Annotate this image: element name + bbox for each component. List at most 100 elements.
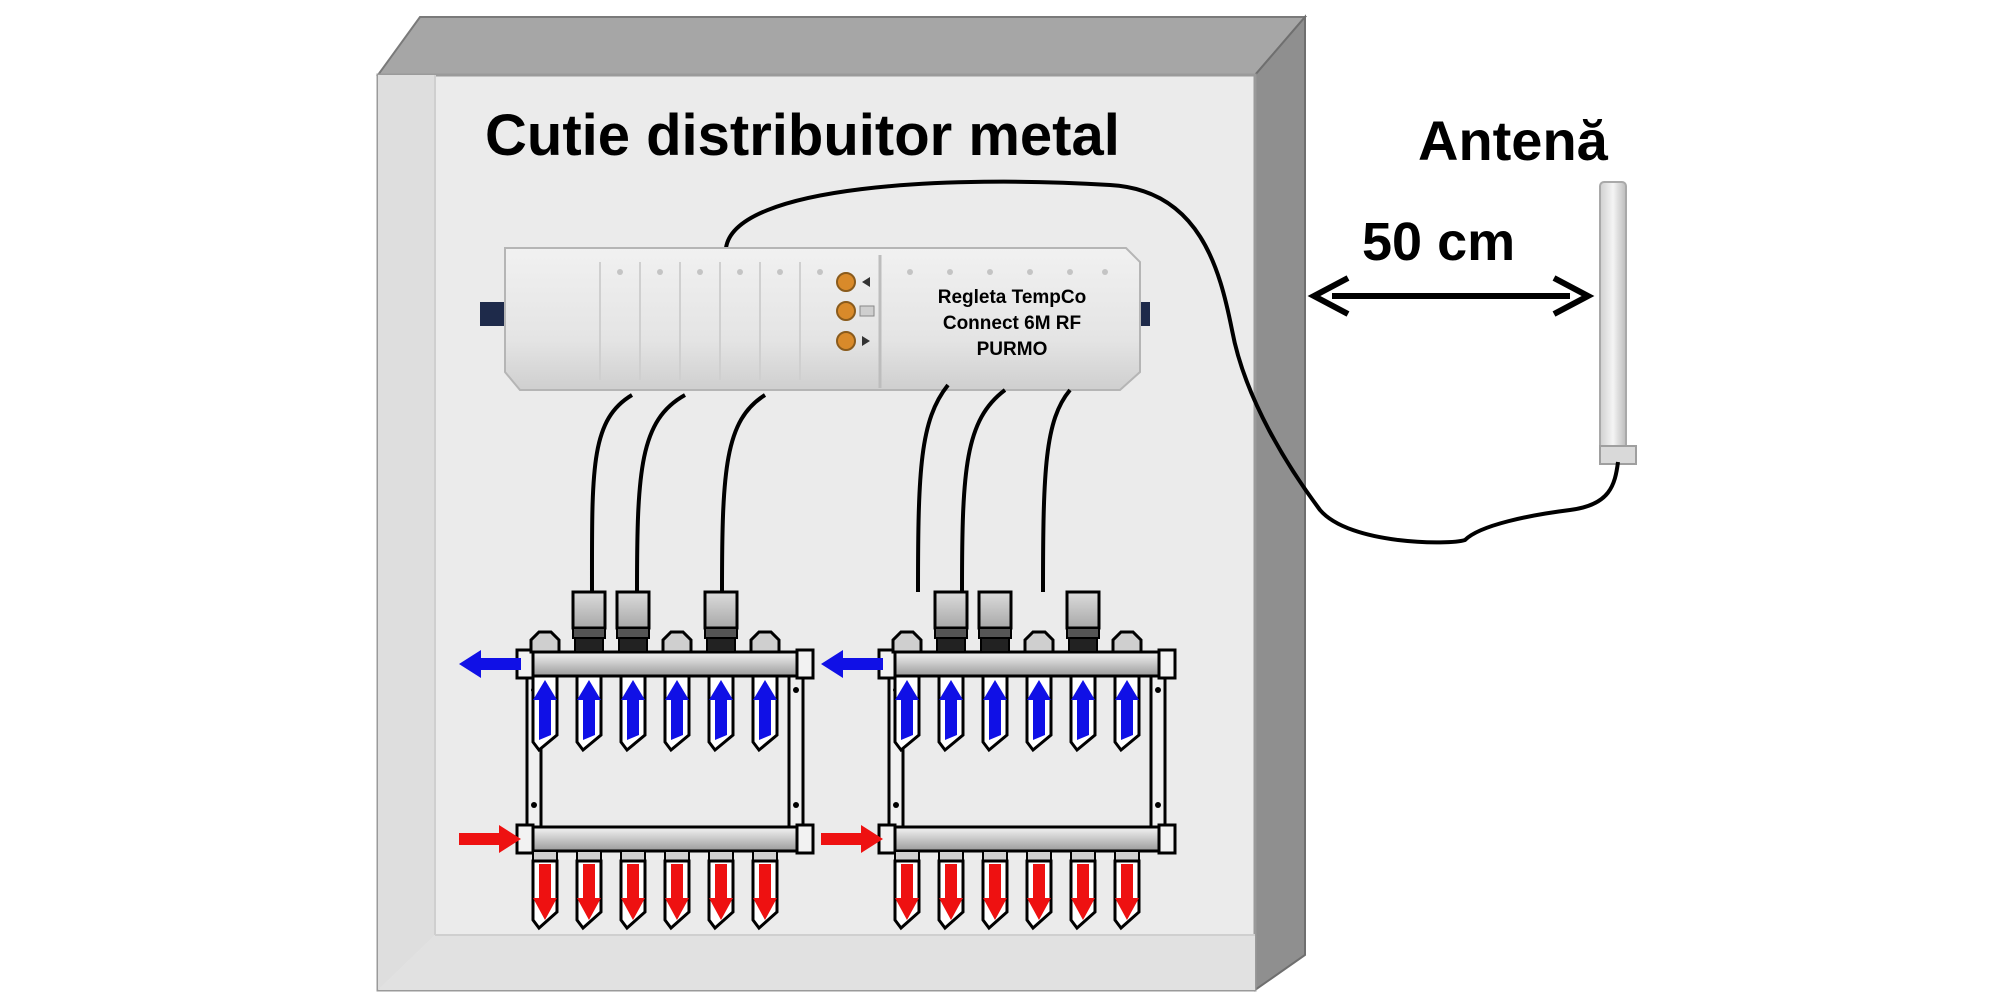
controller-label-line-1: Regleta TempCo	[938, 287, 1087, 308]
return-flow-arrow	[753, 680, 777, 740]
actuator-base	[980, 637, 1010, 653]
supply-flow-arrow	[1071, 864, 1095, 920]
actuator-cables	[589, 383, 1072, 593]
return-flow-arrow	[665, 680, 689, 740]
actuator-base	[706, 637, 736, 653]
box-side-face	[1254, 14, 1306, 992]
controller-tempco: Regleta TempCo Connect 6M RF PURMO	[480, 247, 1150, 391]
terminal-dots	[617, 269, 1108, 275]
actuator-head	[615, 590, 651, 630]
antenna	[1599, 181, 1637, 465]
return-pipe	[519, 650, 811, 678]
distance-arrow	[1307, 275, 1595, 317]
antenna-rod	[1599, 181, 1627, 465]
supply-flow-arrow	[939, 864, 963, 920]
box-inner-shadow	[378, 75, 435, 990]
manifolds	[459, 590, 1177, 931]
actuator-collar	[1066, 627, 1100, 639]
distance-label: 50 cm	[1362, 212, 1515, 272]
supply-flow-arrow	[533, 864, 557, 920]
valve-cap	[661, 630, 693, 654]
supply-pipe	[881, 825, 1173, 853]
return-flow-arrow	[895, 680, 919, 740]
pipe-cap	[1157, 648, 1177, 680]
frame-screw	[1155, 687, 1161, 693]
actuator-collar	[572, 627, 606, 639]
return-flow-arrow	[577, 680, 601, 740]
actuator-head	[933, 590, 969, 630]
right-arrow-icon[interactable]	[836, 331, 856, 351]
controller-buttons	[836, 272, 875, 351]
controller-label-line-3: PURMO	[977, 339, 1048, 360]
controller-body	[504, 247, 1141, 391]
pipe-cap	[795, 648, 815, 680]
box-title: Cutie distribuitor metal	[485, 103, 1120, 168]
actuator-cable	[960, 388, 1007, 593]
actuator-cable	[589, 393, 634, 593]
return-outflow-arrow	[821, 650, 883, 678]
valve-cap	[891, 630, 923, 654]
supply-flow-arrow	[621, 864, 645, 920]
return-flow-arrow	[1071, 680, 1095, 740]
valve-cap	[1023, 630, 1055, 654]
return-flow-arrow	[621, 680, 645, 740]
return-flow-arrow	[709, 680, 733, 740]
box-inner-floor	[378, 935, 1255, 990]
return-flow-arrow	[939, 680, 963, 740]
frame-screw	[1155, 802, 1161, 808]
return-flow-arrow	[1115, 680, 1139, 740]
actuator-base	[1068, 637, 1098, 653]
actuator-head	[977, 590, 1013, 630]
manifold-right	[821, 590, 1177, 931]
terminal-dividers	[599, 255, 882, 388]
frame-screw	[793, 802, 799, 808]
frame-screw	[893, 802, 899, 808]
actuator-collar	[704, 627, 738, 639]
din-rail-left	[480, 302, 504, 326]
supply-flow-arrow	[1027, 864, 1051, 920]
supply-flow-arrow	[753, 864, 777, 920]
pipe-cap	[1157, 823, 1177, 855]
actuator-head	[1065, 590, 1101, 630]
return-flow-arrow	[1027, 680, 1051, 740]
actuator-base	[936, 637, 966, 653]
actuator-collar	[978, 627, 1012, 639]
valve-cap	[529, 630, 561, 654]
left-arrow-icon[interactable]	[836, 272, 856, 292]
supply-inflow-arrow	[821, 825, 883, 853]
supply-flow-arrow	[1115, 864, 1139, 920]
return-flow-arrow	[533, 680, 557, 740]
frame-screw	[793, 687, 799, 693]
actuator-head	[571, 590, 607, 630]
valve-cap	[749, 630, 781, 654]
antenna-label: Antenă	[1418, 109, 1609, 172]
actuator-base	[574, 637, 604, 653]
antenna-base	[1599, 445, 1637, 465]
actuator-cable	[720, 393, 767, 593]
actuator-cable	[916, 383, 950, 593]
valve-cap	[1111, 630, 1143, 654]
return-pipe	[881, 650, 1173, 678]
box-top-face	[376, 16, 1308, 76]
frame-screw	[531, 802, 537, 808]
controller-label-line-2: Connect 6M RF	[943, 313, 1081, 334]
supply-inflow-arrow	[459, 825, 521, 853]
manifold-left	[459, 590, 815, 931]
actuator-collar	[616, 627, 650, 639]
supply-flow-arrow	[709, 864, 733, 920]
supply-flow-arrow	[895, 864, 919, 920]
supply-flow-arrow	[577, 864, 601, 920]
return-flow-arrow	[983, 680, 1007, 740]
supply-flow-arrow	[665, 864, 689, 920]
actuator-cable	[1041, 388, 1072, 593]
actuator-head	[703, 590, 739, 630]
ok-icon[interactable]	[836, 301, 856, 321]
return-outflow-arrow	[459, 650, 521, 678]
actuator-base	[618, 637, 648, 653]
pipe-cap	[795, 823, 815, 855]
antenna-cable	[724, 179, 1620, 545]
supply-pipe	[519, 825, 811, 853]
actuator-collar	[934, 627, 968, 639]
actuator-cable	[635, 393, 686, 593]
